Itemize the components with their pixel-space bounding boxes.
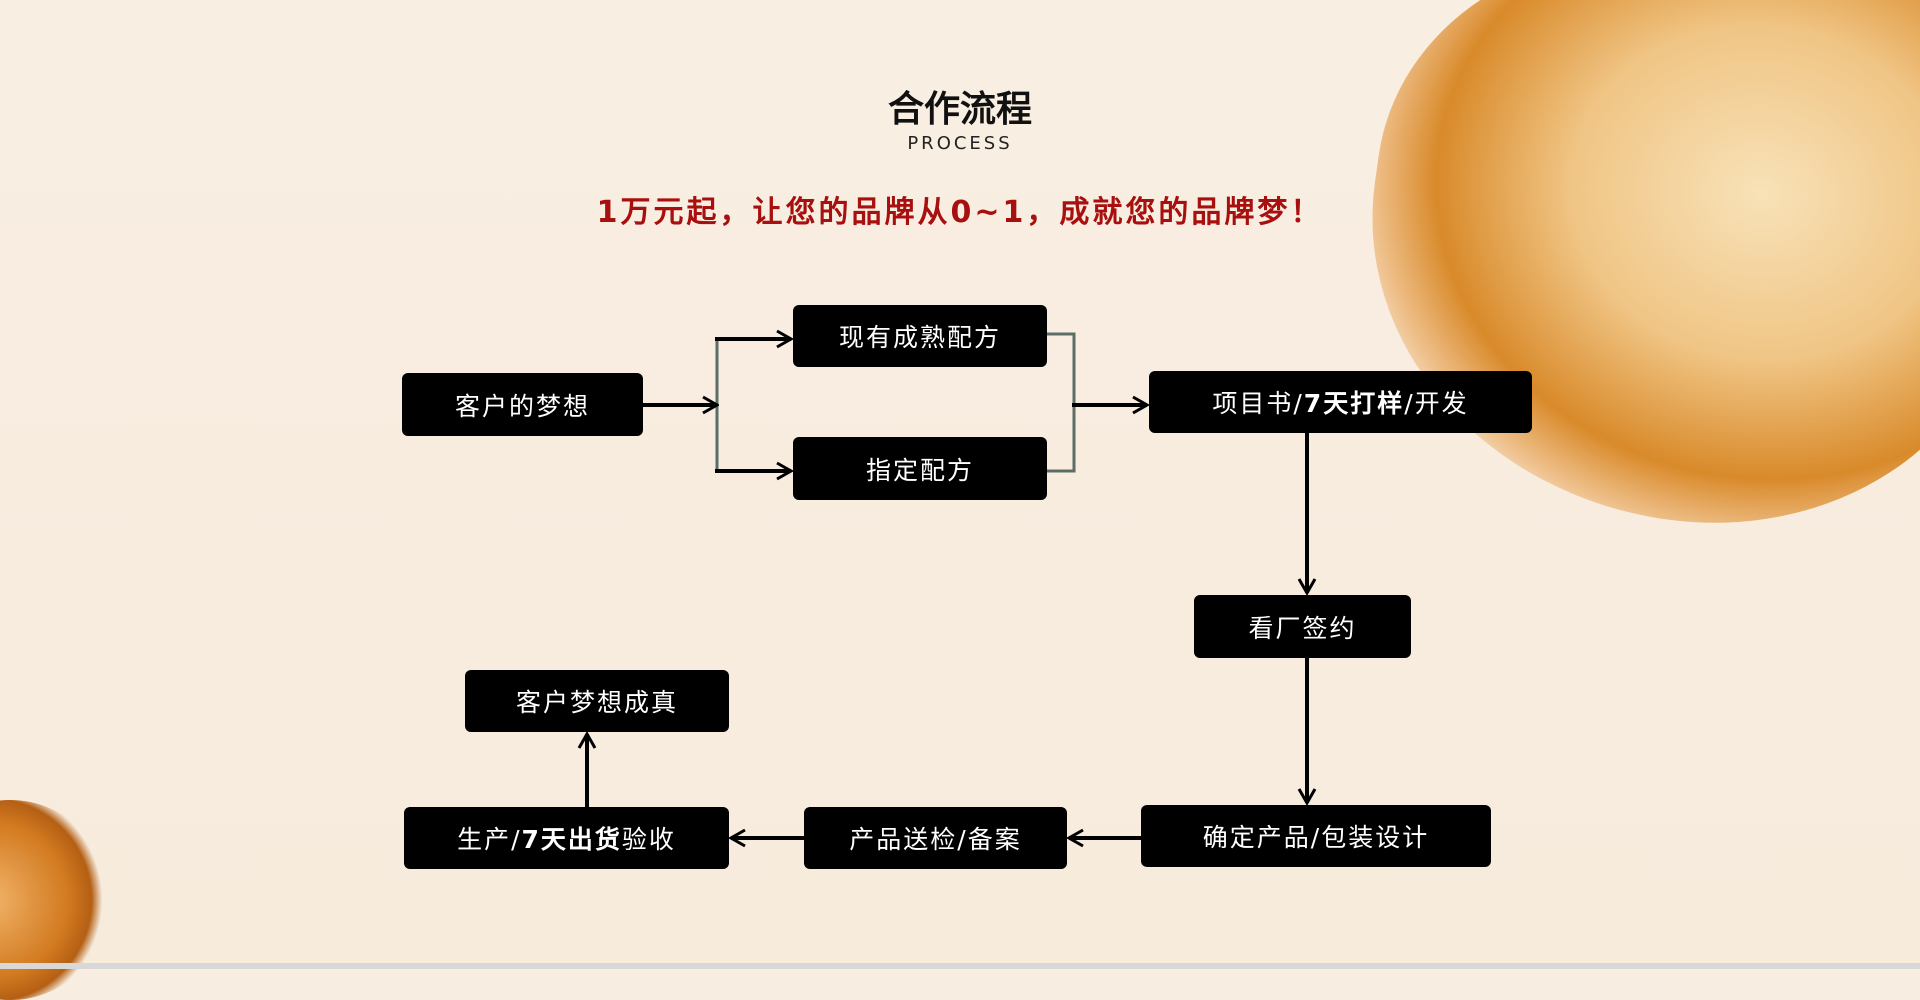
- step-label: 客户梦想成真: [515, 688, 678, 717]
- step-dream-realized: 客户梦想成真: [465, 670, 729, 732]
- page-subtitle: PROCESS: [907, 133, 1013, 154]
- step-label: 看厂签约: [1248, 613, 1357, 643]
- step-label: 项目书/: [1212, 389, 1304, 418]
- step-label: 确定产品/包装设计: [1202, 823, 1430, 852]
- step-label: 7天打样: [1303, 389, 1405, 418]
- step-label: /开发: [1404, 389, 1469, 418]
- bottom-border: [0, 963, 1920, 969]
- step-label: 7天出货: [521, 825, 622, 854]
- step-inspection: 产品送检/备案: [804, 807, 1067, 869]
- flow-connectors: [0, 0, 1920, 969]
- slogan: 1万元起，让您的品牌从0~1，成就您的品牌梦！: [596, 195, 1324, 230]
- step-label: 客户的梦想: [454, 391, 590, 421]
- step-label: 产品送检/备案: [849, 825, 1022, 854]
- step-factory-visit: 看厂签约: [1194, 595, 1411, 658]
- page-title: 合作流程: [887, 89, 1032, 130]
- step-mature-formula: 现有成熟配方: [793, 305, 1047, 367]
- step-label: 生产/: [457, 825, 522, 854]
- step-production: 生产/7天出货验收: [404, 807, 729, 869]
- step-label: 指定配方: [865, 455, 974, 485]
- merge-bracket: [1047, 332, 1076, 473]
- step-product-design: 确定产品/包装设计: [1141, 805, 1491, 867]
- step-label: 现有成熟配方: [838, 323, 1001, 352]
- step-customer-dream: 客户的梦想: [402, 373, 643, 436]
- step-project-sample: 项目书/7天打样/开发: [1149, 371, 1532, 433]
- step-label: 验收: [621, 825, 676, 854]
- step-specified-formula: 指定配方: [793, 437, 1047, 500]
